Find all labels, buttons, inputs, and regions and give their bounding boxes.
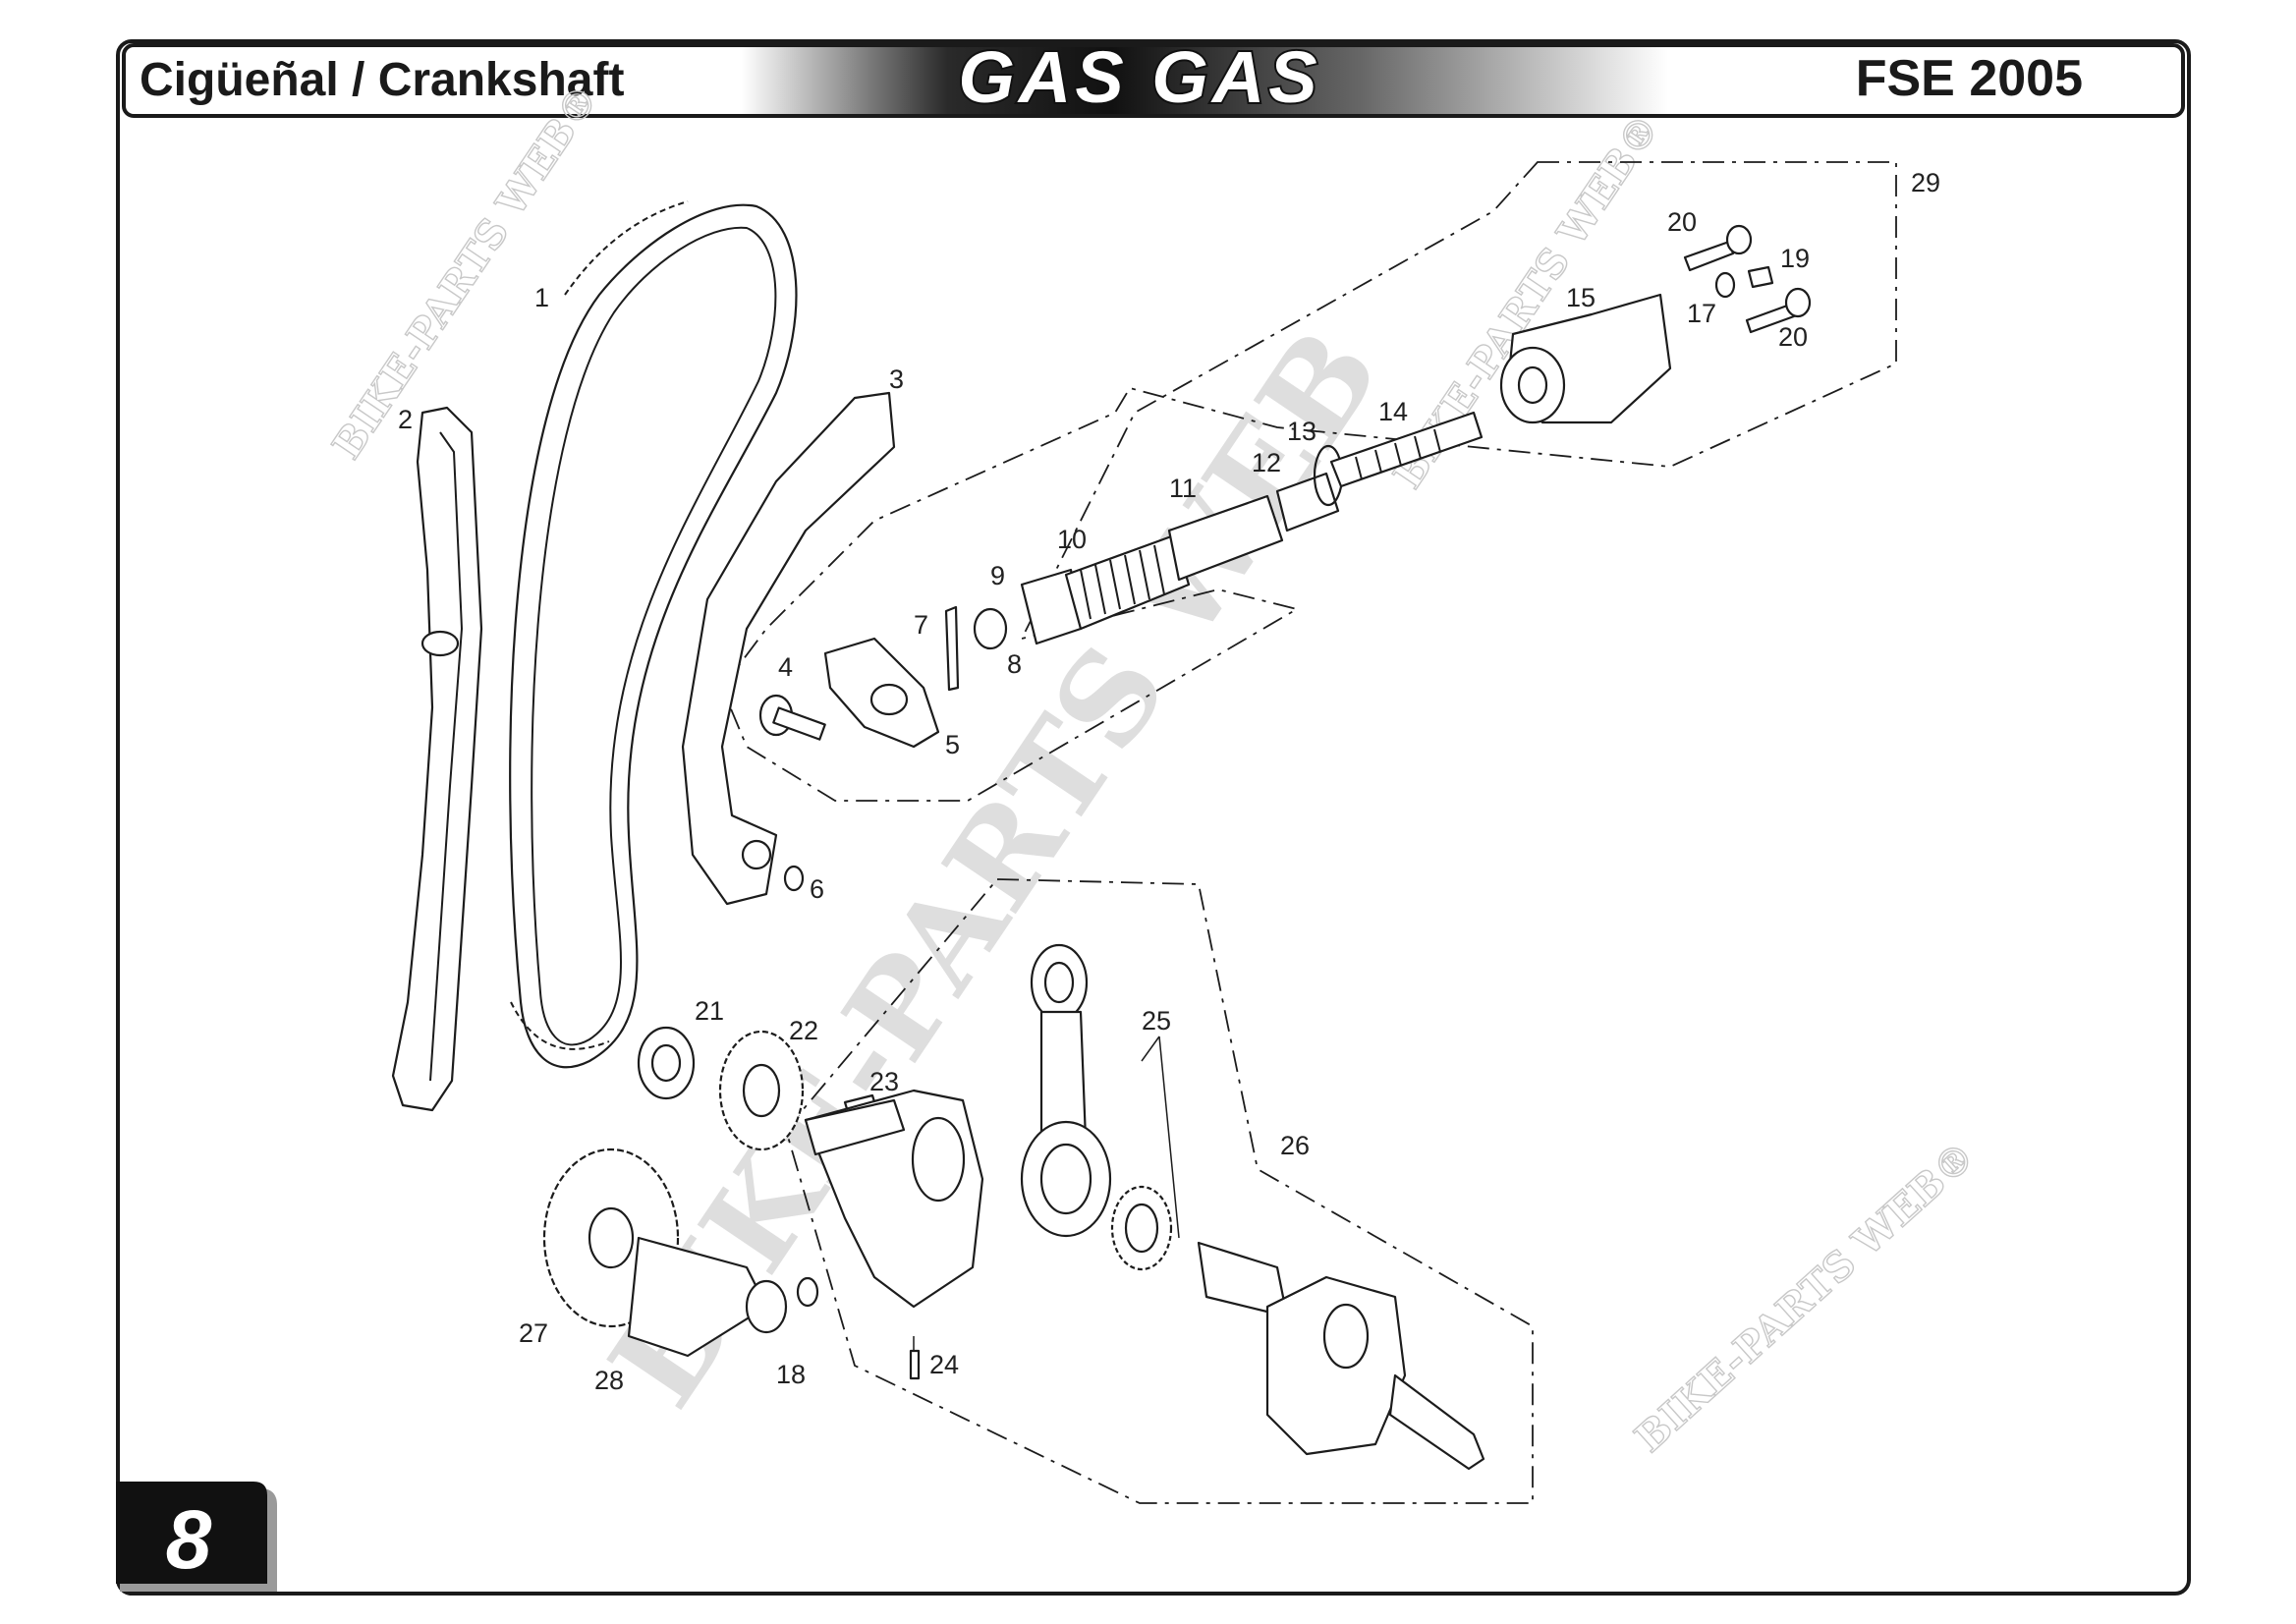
callout-24: 24	[929, 1350, 959, 1379]
callout-14: 14	[1378, 397, 1408, 426]
chain-guide-part	[391, 406, 483, 1112]
callout-2: 2	[398, 405, 413, 434]
callout-20-top: 20	[1667, 207, 1697, 237]
callout-26: 26	[1280, 1131, 1310, 1160]
callout-9: 9	[990, 561, 1005, 590]
needle-bearing-part-25	[1110, 1185, 1173, 1271]
washer-part-6	[783, 865, 805, 892]
watermark-small-bottom: BIKE-PARTS WEB®	[1626, 1132, 1986, 1462]
brand-logo: GAS GAS	[958, 36, 1320, 118]
page-title: Cigüeñal / Crankshaft	[140, 54, 624, 106]
gasket-part	[823, 637, 940, 749]
spring-part-10	[1064, 533, 1191, 631]
callout-19: 19	[1780, 244, 1810, 273]
connecting-rod-part	[1020, 943, 1112, 1238]
sprocket-part-21	[637, 1026, 696, 1100]
washer-part-17	[1714, 271, 1736, 299]
crankshaft-right-part	[1265, 1275, 1485, 1471]
nut-part-19	[1747, 265, 1774, 289]
model-name: FSE 2005	[1856, 50, 2083, 107]
sleeve-part-12	[1275, 472, 1340, 532]
pivot-bolt-part	[758, 694, 826, 741]
leader-lines	[913, 1036, 1180, 1351]
page-border	[116, 39, 2191, 1596]
page-number: 8	[166, 1493, 212, 1586]
tensioner-body-part-15	[1499, 293, 1672, 424]
balancer-shaft-part-28	[627, 1236, 788, 1358]
callout-28: 28	[594, 1366, 624, 1395]
callout-15: 15	[1566, 283, 1596, 312]
callout-23: 23	[869, 1067, 899, 1096]
pin-part-24	[909, 1349, 921, 1380]
callout-21: 21	[695, 996, 724, 1026]
callout-labels: 1 2 3 4 5 6 7 8 9 10 11 12 13 14 15 17 1…	[398, 168, 1940, 1395]
svg-text:BIKE-PARTS WEB®: BIKE-PARTS WEB®	[1626, 1133, 1984, 1461]
callout-17: 17	[1687, 299, 1716, 328]
header-bar: Cigüeñal / Crankshaft GAS GAS FSE 2005	[122, 34, 2185, 120]
callout-10: 10	[1057, 525, 1087, 554]
callout-25: 25	[1142, 1006, 1171, 1036]
threaded-rod-part-14	[1329, 411, 1484, 488]
callout-13: 13	[1287, 417, 1316, 446]
callout-8: 8	[1007, 649, 1022, 679]
tensioner-guide-part	[681, 391, 896, 906]
watermark-small-top: BIKE-PARTS WEB®	[323, 76, 609, 468]
bolt-part-20-top	[1683, 224, 1753, 272]
callout-18: 18	[776, 1360, 806, 1389]
callout-7: 7	[914, 610, 928, 640]
callout-5: 5	[945, 730, 960, 759]
page-number-tab: 8	[116, 1482, 277, 1592]
callout-11: 11	[1169, 474, 1197, 503]
rod-part-11	[1167, 494, 1284, 582]
crankshaft-assembly-boundary	[785, 878, 1534, 1504]
callout-27: 27	[519, 1318, 548, 1348]
callout-12: 12	[1252, 448, 1281, 477]
callout-6: 6	[810, 874, 824, 904]
timing-chain-part	[509, 200, 798, 1069]
callout-4: 4	[778, 652, 793, 682]
callout-3: 3	[889, 364, 904, 394]
callout-22: 22	[789, 1016, 818, 1045]
svg-text:BIKE-PARTS WEB®: BIKE-PARTS WEB®	[323, 77, 607, 467]
gear-part-22	[718, 1030, 805, 1151]
callout-29: 29	[1911, 168, 1940, 197]
bolt-part-20-bottom	[1745, 287, 1812, 334]
washer-part-18	[796, 1276, 819, 1308]
callout-1: 1	[534, 283, 549, 312]
crankshaft-left-part	[804, 1089, 984, 1309]
callout-20-bottom: 20	[1778, 322, 1808, 352]
cap-part-8	[973, 607, 1008, 650]
pin-part-7	[944, 605, 960, 692]
